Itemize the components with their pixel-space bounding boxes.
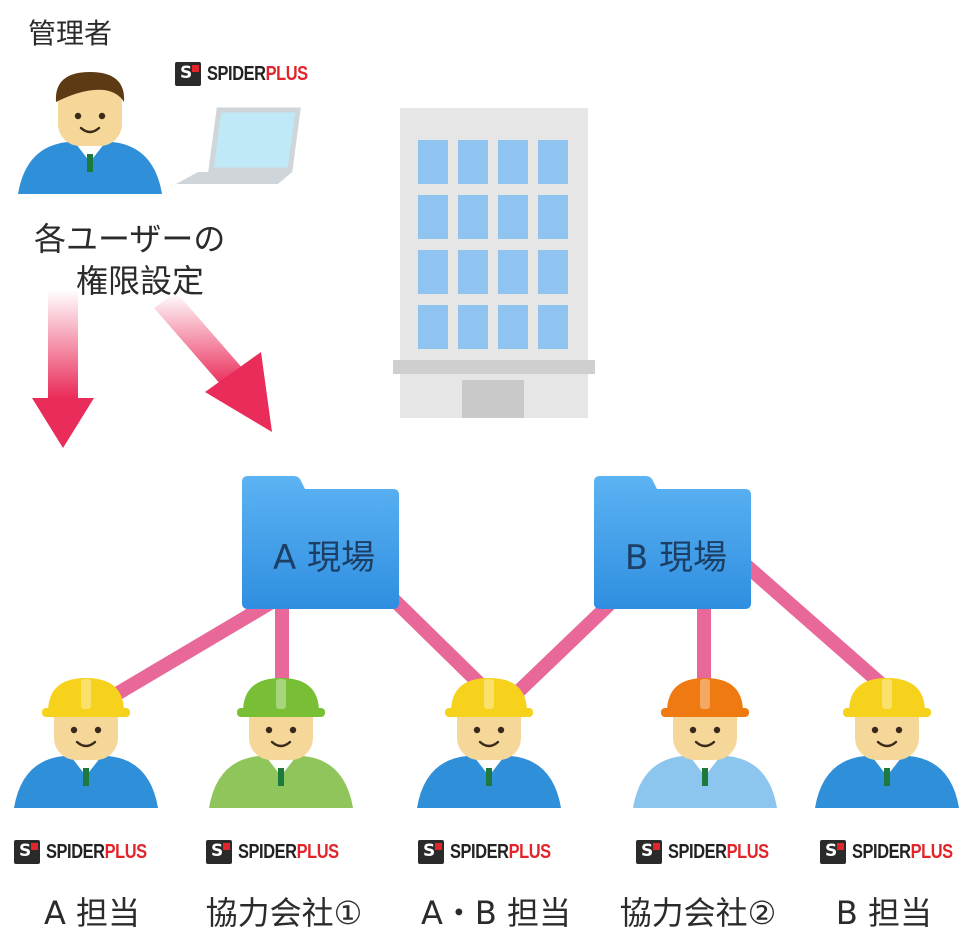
worker-logo: S SPIDERPLUS: [636, 838, 791, 866]
connector-line: [383, 589, 493, 697]
connector-line: [733, 553, 895, 697]
person-worker-3: [417, 678, 561, 808]
folder-b-icon: [594, 476, 751, 609]
spiderplus-mark-icon: S: [418, 840, 444, 864]
building-window: [418, 140, 448, 184]
admin-avatar: [18, 72, 162, 194]
building-window: [458, 250, 488, 294]
spiderplus-mark-icon: S: [636, 840, 662, 864]
building-window: [418, 195, 448, 239]
hair-shape: [55, 72, 125, 102]
person-worker-4: [633, 678, 777, 808]
building-window: [458, 195, 488, 239]
spiderplus-mark-icon: S: [820, 840, 846, 864]
laptop-icon: [176, 107, 301, 184]
helmet-icon: [667, 678, 743, 712]
person-worker-5: [815, 678, 959, 808]
settings-label-line2: 権限設定: [76, 262, 205, 300]
site-a-label: A 現場: [272, 538, 376, 578]
worker-logo: S SPIDERPLUS: [206, 838, 361, 866]
settings-label-line1: 各ユーザーの: [34, 220, 226, 258]
building-window: [458, 305, 488, 349]
worker-logo: S SPIDERPLUS: [14, 838, 169, 866]
building-icon: [393, 108, 595, 418]
face-shape: [58, 80, 122, 146]
helmet-icon: [451, 678, 527, 712]
worker-logo: S SPIDERPLUS: [418, 838, 573, 866]
building-window: [498, 140, 528, 184]
building-window: [498, 250, 528, 294]
person-admin: [18, 72, 162, 194]
building-window: [418, 250, 448, 294]
helmet-icon: [243, 678, 319, 712]
building-window: [538, 250, 568, 294]
arrow-diagonal-icon: [154, 292, 272, 432]
spiderplus-mark-icon: S: [206, 840, 232, 864]
helmet-icon: [849, 678, 925, 712]
person-worker-2: [209, 678, 353, 808]
spiderplus-mark-icon: S: [175, 62, 201, 86]
helmet-icon: [48, 678, 124, 712]
connector-line: [103, 589, 289, 705]
worker-label-partner-1: 協力会社①: [205, 894, 363, 932]
building-window: [418, 305, 448, 349]
admin-spiderplus-logo: S SPIDERPLUS: [175, 60, 330, 88]
building-window: [538, 195, 568, 239]
person-worker-1: [14, 678, 158, 808]
folder-a-icon: [242, 476, 399, 609]
building-window: [458, 140, 488, 184]
connector-lines: [103, 553, 895, 705]
spiderplus-mark-icon: S: [14, 840, 40, 864]
worker-group: [14, 678, 959, 808]
admin-title: 管理者: [28, 17, 113, 50]
building-window: [498, 195, 528, 239]
building-window: [538, 140, 568, 184]
worker-label-partner-2: 協力会社②: [619, 894, 777, 932]
worker-label-b: B 担当: [835, 894, 933, 932]
building-window: [498, 305, 528, 349]
worker-logo: S SPIDERPLUS: [820, 838, 968, 866]
building-window: [538, 305, 568, 349]
worker-label-a: A 担当: [43, 894, 141, 932]
worker-label-ab: A・B 担当: [420, 894, 572, 932]
arrow-down-icon: [32, 290, 94, 448]
site-b-label: B 現場: [624, 538, 728, 578]
connector-line: [513, 589, 625, 697]
